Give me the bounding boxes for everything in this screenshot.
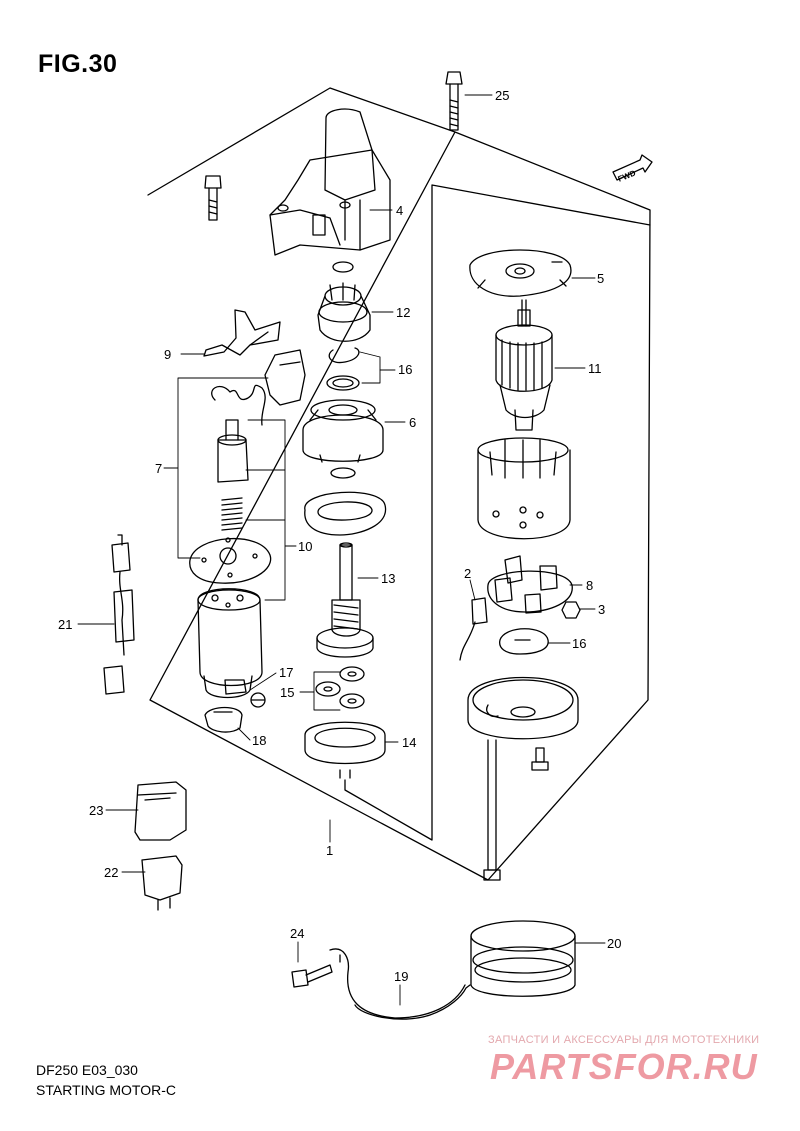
part-15-planetary-gears [315, 666, 365, 709]
callout-13: 13 [381, 571, 395, 586]
part-9-shift-lever [203, 309, 281, 357]
footer-model-code: DF250 E03_030 [36, 1062, 138, 1078]
part-5-plate [469, 249, 572, 297]
callout-5: 5 [597, 271, 604, 286]
callout-16-upper: 16 [398, 362, 412, 377]
bolt-upper-left [204, 175, 222, 221]
callout-19: 19 [394, 969, 408, 984]
part-13-drive-shaft [316, 542, 374, 658]
field-yoke [477, 437, 571, 540]
callout-16-lower: 16 [572, 636, 586, 651]
part-17-terminal [224, 679, 266, 708]
callout-24: 24 [290, 926, 304, 941]
watermark-tagline: ЗАПЧАСТИ И АКСЕССУАРЫ ДЛЯ МОТОТЕХНИКИ [488, 1034, 760, 1046]
callout-15: 15 [280, 685, 294, 700]
leader-lines [77, 94, 606, 1006]
part-8-brush-holder [487, 555, 573, 614]
callout-6: 6 [409, 415, 416, 430]
assembly-frame [147, 87, 651, 881]
bolt-25 [445, 71, 463, 131]
callout-8: 8 [586, 578, 593, 593]
screw-small [531, 747, 549, 771]
callout-7: 7 [155, 461, 162, 476]
callout-12: 12 [396, 305, 410, 320]
callout-20: 20 [607, 936, 621, 951]
callout-23: 23 [89, 803, 103, 818]
part-13-washer-ring [304, 467, 387, 536]
figure-title: FIG.30 [38, 50, 118, 78]
part-2-lead-wire [459, 597, 488, 661]
part-10-gasket [189, 537, 272, 584]
callout-22: 22 [104, 865, 118, 880]
callout-18: 18 [252, 733, 266, 748]
part-24-bolt [291, 964, 333, 988]
callout-9: 9 [164, 347, 171, 362]
part-18-clamp [204, 706, 243, 733]
part-4-drive-housing [269, 108, 391, 256]
part-22-relay-small [141, 855, 183, 911]
callout-labels: 25 4 5 12 9 16 11 6 7 10 2 13 8 3 21 16 … [58, 88, 637, 984]
part-23-relay [134, 781, 187, 841]
fwd-direction-marker [612, 154, 653, 181]
part-7-solenoid-switch [211, 349, 306, 531]
motor-yoke [197, 588, 263, 699]
callout-21: 21 [58, 617, 72, 632]
part-20-band [470, 920, 576, 997]
callout-17: 17 [279, 665, 293, 680]
callout-3: 3 [598, 602, 605, 617]
watermark-logo: PARTSFOR.RU [490, 1046, 758, 1087]
through-bolt [483, 739, 501, 881]
part-16-lock-plate [499, 628, 549, 655]
part-3-nut [561, 601, 581, 619]
callout-25: 25 [495, 88, 509, 103]
part-21-cable [103, 534, 135, 695]
callout-4: 4 [396, 203, 403, 218]
rear-end-frame [467, 676, 579, 740]
callout-14: 14 [402, 735, 416, 750]
fwd-label: FWD [617, 168, 637, 183]
part-12-pinion-gear [317, 261, 371, 342]
part-14-internal-gear [304, 721, 386, 779]
callout-11: 11 [588, 361, 602, 376]
callout-2: 2 [464, 566, 471, 581]
callout-10: 10 [298, 539, 312, 554]
part-19-strap [329, 948, 471, 1020]
footer-section-name: STARTING MOTOR-C [36, 1082, 176, 1098]
inner-frame-right [344, 184, 651, 841]
callout-1: 1 [326, 843, 333, 858]
part-16-snap-ring-set [326, 347, 360, 391]
part-11-armature [495, 299, 553, 431]
part-6-end-cover [302, 399, 384, 463]
